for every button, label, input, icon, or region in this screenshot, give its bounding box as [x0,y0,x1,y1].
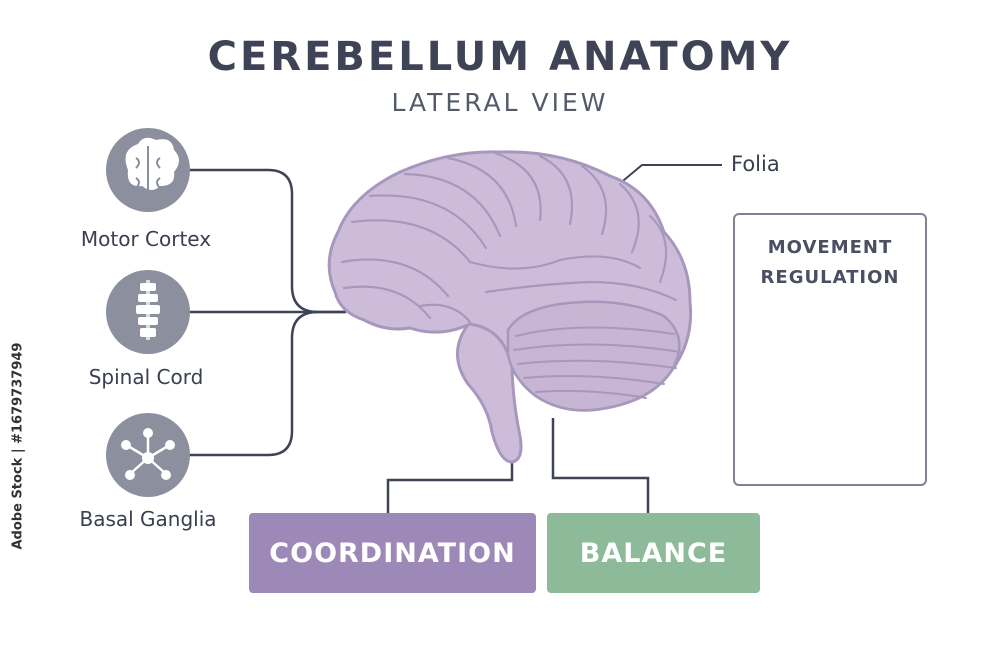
connector-coordination [386,462,514,513]
connector-motor-cortex [188,168,347,314]
input-label-spinal-cord: Spinal Cord [88,365,204,389]
neuron-network-icon [106,413,190,497]
spine-icon [106,270,190,354]
coordination-label: COORDINATION [269,537,516,569]
page-subtitle: LATERAL VIEW [391,88,609,117]
output-connectors [386,418,650,513]
connector-basal-ganglia [188,310,320,457]
input-connectors [188,168,347,457]
input-label-motor-cortex: Motor Cortex [80,227,212,251]
movement-regulation-panel: MOVEMENT REGULATION [733,213,927,486]
panel-title-line2: REGULATION [760,267,900,288]
connector-balance [551,418,650,513]
page-title: CEREBELLUM ANATOMY [207,34,793,80]
input-label-basal-ganglia: Basal Ganglia [79,507,217,531]
cerebellum-illustration [327,150,693,464]
balance-box: BALANCE [547,513,760,593]
coordination-box: COORDINATION [249,513,536,593]
panel-title: MOVEMENT REGULATION [735,233,925,293]
balance-label: BALANCE [579,537,728,569]
brain-icon [106,128,190,212]
watermark-text: Adobe Stock | #1679737949 [10,342,26,550]
panel-title-line1: MOVEMENT [767,237,893,258]
folia-label: Folia [731,152,780,176]
